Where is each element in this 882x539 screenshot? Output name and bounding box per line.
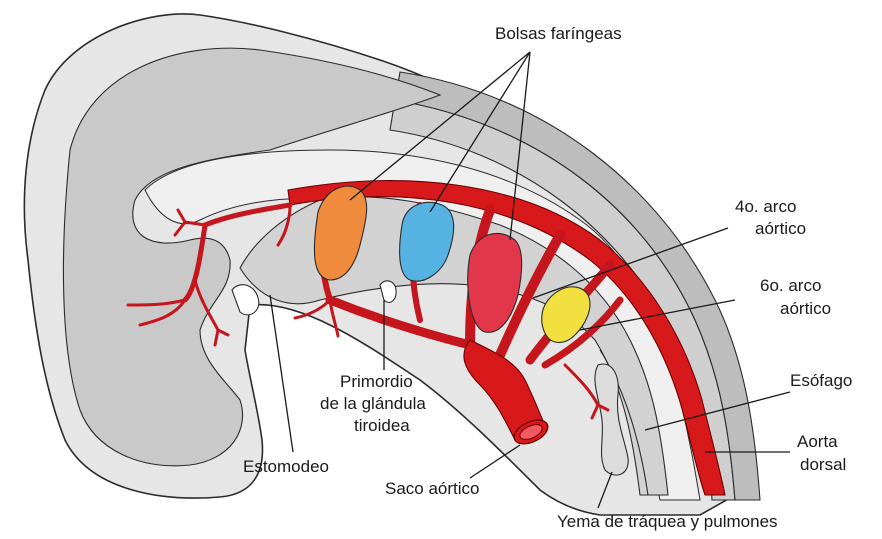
label-saco: Saco aórtico: [385, 479, 480, 498]
label-arco4-2: aórtico: [755, 219, 806, 238]
label-aorta-1: Aorta: [797, 432, 838, 451]
label-yema: Yema de tráquea y pulmones: [557, 512, 778, 531]
leader-estomodeo: [270, 295, 293, 452]
label-aorta-2: dorsal: [800, 455, 846, 474]
label-esofago: Esófago: [790, 371, 852, 390]
label-primordio-1: Primordio: [340, 372, 413, 391]
label-bolsas: Bolsas faríngeas: [495, 24, 622, 43]
label-arco4-1: 4o. arco: [735, 197, 796, 216]
label-arco6-1: 6o. arco: [760, 276, 821, 295]
label-arco6-2: aórtico: [780, 299, 831, 318]
label-primordio-3: tiroidea: [354, 416, 410, 435]
label-estomodeo: Estomodeo: [243, 457, 329, 476]
label-primordio-2: de la glándula: [320, 394, 426, 413]
